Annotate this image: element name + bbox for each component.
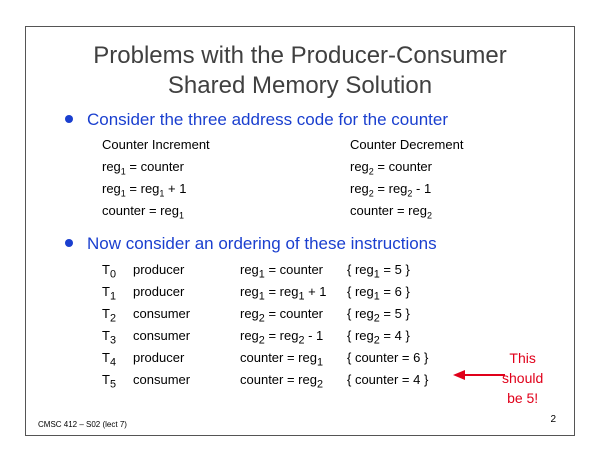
process-name: consumer (133, 372, 191, 387)
instruction: reg2 = reg2 - 1 (240, 328, 324, 347)
instruction: reg1 = counter (240, 262, 324, 281)
callout-note: This should be 5! (502, 348, 543, 408)
time-step: T0 (102, 262, 116, 281)
title-line-1: Problems with the Producer-Consumer (93, 42, 507, 69)
instruction: reg2 = counter (240, 306, 324, 325)
decrement-header: Counter Decrement (350, 137, 464, 152)
page-number: 2 (550, 414, 556, 425)
bullet-dot-icon (65, 114, 73, 123)
instruction: reg1 = reg1 + 1 (240, 284, 327, 303)
callout-line-1: This (509, 350, 536, 366)
process-name: producer (133, 284, 185, 299)
time-step: T3 (102, 328, 116, 347)
process-name: producer (133, 262, 185, 277)
increment-line-3: counter = reg1 (102, 203, 184, 221)
state-comment: { reg1 = 5 } (347, 262, 410, 281)
state-comment: { counter = 6 } (347, 350, 429, 365)
footer-course: CMSC 412 – S02 (lect 7) (38, 420, 127, 429)
instruction: counter = reg1 (240, 350, 323, 369)
increment-header: Counter Increment (102, 137, 210, 152)
callout-line-3: be 5! (507, 390, 539, 406)
process-name: consumer (133, 306, 191, 321)
state-comment: { counter = 4 } (347, 372, 429, 387)
decrement-line-1: reg2 = counter (350, 159, 432, 177)
process-name: producer (133, 350, 185, 365)
state-comment: { reg2 = 4 } (347, 328, 410, 347)
increment-line-2: reg1 = reg1 + 1 (102, 181, 187, 199)
bullet-text: Now consider an ordering of these instru… (87, 234, 437, 253)
decrement-line-3: counter = reg2 (350, 203, 432, 221)
process-name: consumer (133, 328, 191, 343)
callout-arrow-icon (453, 370, 505, 380)
time-step: T5 (102, 372, 116, 391)
state-comment: { reg2 = 5 } (347, 306, 410, 325)
bullet-dot-icon (65, 238, 73, 247)
bullet-three-address-code: Consider the three address code for the … (65, 110, 448, 130)
increment-line-1: reg1 = counter (102, 159, 184, 177)
state-comment: { reg1 = 6 } (347, 284, 410, 303)
decrement-line-2: reg2 = reg2 - 1 (350, 181, 432, 199)
time-step: T4 (102, 350, 116, 369)
slide: Problems with the Producer-Consumer Shar… (25, 26, 575, 436)
time-step: T1 (102, 284, 116, 303)
slide-title: Problems with the Producer-Consumer Shar… (26, 41, 574, 101)
time-step: T2 (102, 306, 116, 325)
bullet-ordering: Now consider an ordering of these instru… (65, 234, 437, 254)
bullet-text: Consider the three address code for the … (87, 110, 448, 129)
instruction: counter = reg2 (240, 372, 323, 391)
title-line-2: Shared Memory Solution (167, 72, 433, 99)
callout-line-2: should (502, 370, 544, 386)
